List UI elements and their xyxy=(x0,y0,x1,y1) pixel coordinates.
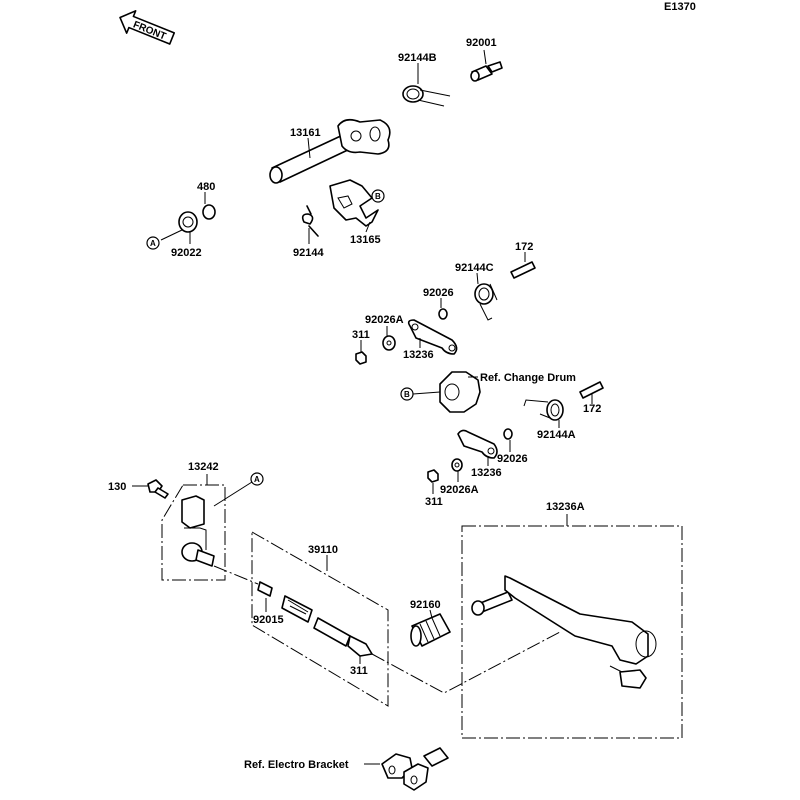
ref-electro-bracket: Ref. Electro Bracket xyxy=(244,759,349,771)
ref-marker-b: B xyxy=(371,189,385,203)
group-13236A xyxy=(461,525,683,739)
leader-marker-a xyxy=(160,229,183,241)
part-92144B[interactable] xyxy=(402,85,451,107)
label-13242[interactable]: 13242 xyxy=(188,461,219,473)
group-13242 xyxy=(161,484,226,581)
part-311-lower[interactable] xyxy=(427,469,439,483)
label-172-upper[interactable]: 172 xyxy=(515,241,533,253)
part-13242[interactable] xyxy=(181,495,215,567)
svg-text:B: B xyxy=(404,390,410,399)
label-92001[interactable]: 92001 xyxy=(466,37,497,49)
ref-change-drum: Ref. Change Drum xyxy=(480,372,576,384)
leader-marker-b-drum xyxy=(412,391,441,395)
leader-13161 xyxy=(307,137,311,159)
ref-marker-b-drum: B xyxy=(400,387,414,401)
part-13236A[interactable] xyxy=(471,575,657,689)
label-92144C[interactable]: 92144C xyxy=(455,262,494,274)
label-13236-upper[interactable]: 13236 xyxy=(403,349,434,361)
part-13161[interactable] xyxy=(269,118,391,184)
label-92026A-upper[interactable]: 92026A xyxy=(365,314,404,326)
label-130[interactable]: 130 xyxy=(108,481,126,493)
connector-13242-rod xyxy=(213,565,259,585)
label-311-rod[interactable]: 311 xyxy=(350,665,368,677)
ref-marker-a: A xyxy=(146,236,160,250)
part-92026A-upper[interactable] xyxy=(382,335,396,351)
label-92160[interactable]: 92160 xyxy=(410,599,441,611)
label-13236A[interactable]: 13236A xyxy=(546,501,585,513)
part-92144A[interactable] xyxy=(523,399,564,421)
group-39110 xyxy=(251,531,389,707)
drawing-code: E1370 xyxy=(664,1,696,13)
svg-text:A: A xyxy=(254,475,260,484)
label-92144B[interactable]: 92144B xyxy=(398,52,437,64)
leader-92001 xyxy=(483,49,487,65)
label-92022[interactable]: 92022 xyxy=(171,247,202,259)
label-92144A[interactable]: 92144A xyxy=(537,429,576,441)
part-change-drum[interactable] xyxy=(439,371,481,413)
part-172-upper[interactable] xyxy=(510,261,536,279)
part-172-lower[interactable] xyxy=(579,381,604,399)
part-92026-upper[interactable] xyxy=(438,308,448,320)
label-480[interactable]: 480 xyxy=(197,181,215,193)
front-arrow-icon: FRONT xyxy=(119,10,176,45)
part-92022[interactable] xyxy=(178,211,198,233)
label-92015[interactable]: 92015 xyxy=(253,614,284,626)
part-13236-lower[interactable] xyxy=(457,429,498,459)
leader-marker-a-13242 xyxy=(213,481,253,507)
label-13165[interactable]: 13165 xyxy=(350,234,381,246)
part-311-upper[interactable] xyxy=(355,351,367,365)
label-311-lower[interactable]: 311 xyxy=(425,496,443,508)
part-480[interactable] xyxy=(202,204,216,220)
leader-92144C xyxy=(476,272,479,285)
part-92001[interactable] xyxy=(470,61,503,82)
part-92026-lower[interactable] xyxy=(503,428,513,440)
label-172-lower[interactable]: 172 xyxy=(583,403,601,415)
leader-92160 xyxy=(429,609,433,619)
ref-marker-a-13242: A xyxy=(250,472,264,486)
part-13165[interactable] xyxy=(329,179,379,227)
label-92144[interactable]: 92144 xyxy=(293,247,324,259)
part-130[interactable] xyxy=(147,479,169,499)
label-92026-upper[interactable]: 92026 xyxy=(423,287,454,299)
label-39110[interactable]: 39110 xyxy=(308,544,338,556)
part-92144[interactable] xyxy=(301,205,319,237)
part-electro-bracket[interactable] xyxy=(381,747,449,791)
connector-rod-pedal xyxy=(371,631,561,694)
part-39110[interactable] xyxy=(257,581,373,657)
part-92144C[interactable] xyxy=(474,283,498,321)
label-311-upper[interactable]: 311 xyxy=(352,329,370,341)
part-13236-upper[interactable] xyxy=(407,319,458,355)
leader-13165 xyxy=(365,221,371,233)
label-13236-lower[interactable]: 13236 xyxy=(471,467,502,479)
svg-text:B: B xyxy=(375,192,381,201)
part-92160[interactable] xyxy=(410,613,451,647)
part-92026A-lower[interactable] xyxy=(451,458,463,472)
label-92026-lower[interactable]: 92026 xyxy=(497,453,528,465)
label-92026A-lower[interactable]: 92026A xyxy=(440,484,479,496)
svg-text:A: A xyxy=(150,239,156,248)
label-13161[interactable]: 13161 xyxy=(290,127,321,139)
